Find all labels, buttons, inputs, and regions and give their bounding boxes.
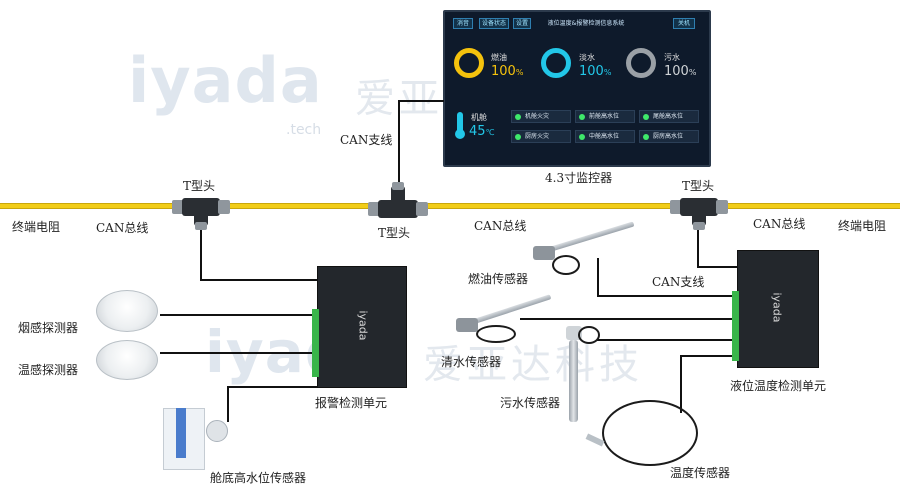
can-bus-cable: [0, 203, 900, 209]
mute-button[interactable]: 消音: [453, 18, 473, 29]
can-branch-right-label: CAN支线: [652, 275, 705, 289]
terminal-block: [312, 309, 319, 377]
t-right-label: T型头: [682, 179, 715, 193]
unit-brand-logo: iyada: [356, 310, 370, 341]
status-dot-icon: [515, 114, 521, 120]
thermometer-icon: [457, 112, 463, 134]
waste-ring-icon: [626, 48, 656, 78]
temp-sensor-cable: [602, 400, 698, 466]
fuel-wire-h: [597, 295, 737, 297]
monitor-caption: 4.3寸监控器: [545, 171, 613, 185]
can-bus-left-label: CAN总线: [96, 221, 149, 235]
unit-brand-logo: iyada: [770, 292, 784, 323]
t-connector-middle: [368, 182, 428, 226]
heat-wire: [160, 352, 317, 354]
smoke-detector-label: 烟感探测器: [18, 321, 79, 335]
fuel-sensor-label: 燃油传感器: [468, 272, 529, 286]
t-mid-label: T型头: [378, 226, 411, 240]
settings-button[interactable]: 设置: [513, 18, 531, 29]
alarm-detection-unit: iyada: [312, 266, 407, 388]
engine-room-name: 机舱: [471, 113, 487, 122]
temp-wire-v: [680, 355, 682, 413]
status-dot-icon: [579, 134, 585, 140]
terminal-left-label: 终端电阻: [12, 220, 61, 234]
power-off-button[interactable]: 关机: [673, 18, 695, 29]
heat-detector: [96, 340, 158, 380]
alarm-unit-label: 报警检测单元: [315, 396, 388, 410]
level-unit-label: 液位温度检测单元: [730, 379, 827, 393]
t-connector-right: [670, 192, 728, 232]
can-branch-line-top: [398, 100, 400, 185]
terminal-right-label: 终端电阻: [838, 219, 887, 233]
fuel-ring-icon: [454, 48, 484, 78]
alarm-mid-high-water: 中舱高水位: [575, 130, 635, 143]
fuel-probe-head: [533, 246, 555, 260]
fuel-probe-cable: [552, 255, 580, 275]
waste-tank-name: 污水: [664, 53, 680, 62]
fresh-tank-name: 淡水: [579, 53, 595, 62]
watermark-logo-top: iyada: [128, 44, 323, 117]
fuel-wire-v: [597, 258, 599, 296]
bilge-wire-v: [227, 386, 229, 422]
fuel-tank-name: 燃油: [491, 53, 507, 62]
alarm-aft-high-water: 尾舱高水位: [639, 110, 699, 123]
engine-room-temp: 45℃: [469, 124, 495, 139]
status-dot-icon: [579, 114, 585, 120]
can-branch-top-label: CAN支线: [340, 133, 393, 147]
t-connector-left: [172, 192, 230, 232]
level-temp-detection-unit: iyada: [732, 250, 819, 368]
level-unit-branch-h: [697, 266, 739, 268]
can-bus-mid-label: CAN总线: [474, 219, 527, 233]
alarm-galley-fire: 厨房火灾: [511, 130, 571, 143]
status-dot-icon: [515, 134, 521, 140]
thermometer-bulb-icon: [455, 129, 465, 139]
waste-sensor-label: 污水传感器: [500, 396, 561, 410]
smoke-detector: [96, 290, 158, 332]
fresh-probe-cable: [476, 325, 516, 343]
status-dot-icon: [643, 134, 649, 140]
terminal-block: [732, 291, 739, 361]
fresh-ring-icon: [541, 48, 571, 78]
heat-detector-label: 温感探测器: [18, 363, 79, 377]
waste-tank-value: 100%: [664, 64, 697, 79]
waste-probe-cable: [578, 326, 600, 344]
fresh-probe-head: [456, 318, 478, 332]
monitor-title: 液位温度&报警检测信息系统: [547, 20, 625, 27]
bilge-switch: [206, 420, 228, 442]
fresh-tank-value: 100%: [579, 64, 612, 79]
t-left-label: T型头: [183, 179, 216, 193]
smoke-wire: [160, 314, 317, 316]
alarm-unit-branch-h: [200, 279, 318, 281]
status-dot-icon: [643, 114, 649, 120]
alarm-engine-fire: 机舱火灾: [511, 110, 571, 123]
waste-wire-h: [597, 339, 737, 341]
alarm-unit-branch-v: [200, 225, 202, 280]
level-unit-branch-v: [697, 225, 699, 267]
fresh-sensor-label: 清水传感器: [441, 355, 502, 369]
watermark-cn-bottom: 爱亚达科技: [423, 342, 643, 388]
temp-wire-h: [680, 355, 737, 357]
fuel-tank-value: 100%: [491, 64, 524, 79]
monitor-screen: 消音 设备状态 设置 液位温度&报警检测信息系统 关机 燃油 100% 淡水 1…: [443, 10, 711, 167]
bilge-sensor-strip: [176, 408, 186, 458]
can-bus-right-label: CAN总线: [753, 217, 806, 231]
alarm-fore-high-water: 前舱高水位: [575, 110, 635, 123]
can-branch-line-top-h: [398, 100, 444, 102]
waste-probe: [569, 340, 578, 422]
alarm-galley-high-water: 厨房高水位: [639, 130, 699, 143]
temp-sensor-label: 温度传感器: [670, 466, 731, 480]
fresh-wire: [520, 318, 737, 320]
bilge-sensor-label: 舱底高水位传感器: [210, 471, 307, 485]
watermark-tech-top: .tech: [286, 122, 322, 138]
device-status-button[interactable]: 设备状态: [479, 18, 509, 29]
bilge-wire-h: [228, 386, 317, 388]
